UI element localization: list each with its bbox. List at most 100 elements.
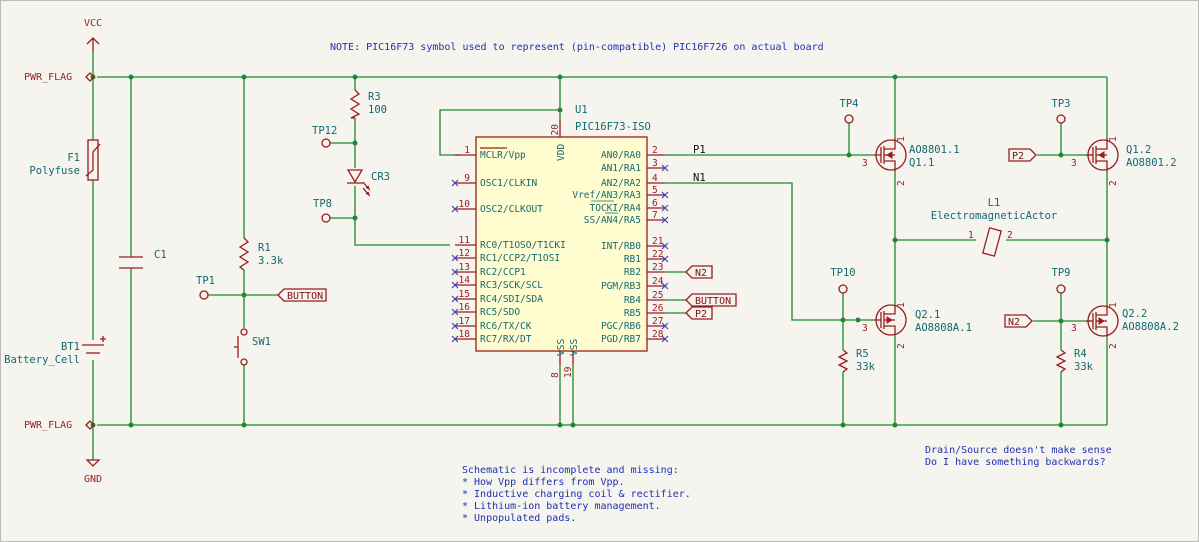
testpoint-tp8[interactable]: TP8 [313, 198, 332, 223]
u1-pin-vdd-num: 20 [550, 124, 561, 136]
mosfet-q21[interactable]: 3 1 2 Q2.1 AO8808A.1 [862, 302, 972, 349]
u1-pin-13-name: RC2/CCP1 [480, 267, 526, 278]
u1-pin-17-num: 17 [459, 316, 470, 327]
q11-value: Q1.1 [909, 157, 934, 169]
note-top: NOTE: PIC16F73 symbol used to represent … [330, 42, 824, 53]
r1-value: 3.3k [258, 255, 284, 267]
q12-pin-g: 3 [1071, 158, 1077, 169]
testpoint-tp9[interactable]: TP9 [1052, 267, 1071, 294]
u1-pin-14-no-connect [451, 281, 459, 289]
label-n2-u1[interactable]: N2 [685, 265, 713, 279]
battery-bt1[interactable]: BT1 Battery_Cell [4, 336, 106, 366]
pwr-flag-top[interactable]: PWR_FLAG [24, 72, 95, 83]
switch-sw1[interactable]: SW1 [234, 328, 271, 366]
u1-pin-vss8-num: 8 [550, 372, 561, 378]
testpoint-tp1[interactable]: TP1 [196, 275, 215, 300]
gnd-symbol[interactable]: GND [84, 459, 102, 485]
q11-pin-s: 2 [896, 180, 907, 186]
u1-pin-25-num: 25 [652, 290, 663, 301]
q21-pin-s: 2 [896, 343, 907, 349]
l1-pin-1: 1 [968, 230, 974, 241]
resistor-r5[interactable]: R5 33k [837, 348, 876, 373]
u1-ref: U1 [575, 104, 588, 116]
mosfet-q22[interactable]: 3 1 2 Q2.2 AO8808A.2 [1071, 302, 1179, 349]
mosfet-q12[interactable]: 3 1 2 Q1.2 AO8801.2 [1071, 136, 1177, 186]
pwr-flag-bottom[interactable]: PWR_FLAG [24, 420, 95, 431]
u1-pin-24-name: PGM/RB3 [601, 281, 641, 292]
u1-pin-24-no-connect [661, 282, 669, 290]
u1-pin-17-no-connect [451, 322, 459, 330]
q21-pin-d: 1 [896, 302, 907, 308]
testpoint-tp12[interactable]: TP12 [312, 125, 337, 148]
label-button-sw[interactable]: BUTTON [277, 288, 327, 302]
u1-pin-vdd: 20 VDD [550, 120, 567, 161]
label-button-u1[interactable]: BUTTON [685, 293, 737, 307]
label-p2-q12[interactable]: P2 [1008, 148, 1037, 162]
u1-pin-21-name: INT/RB0 [601, 241, 641, 252]
testpoint-tp3[interactable]: TP3 [1052, 98, 1071, 124]
testpoint-tp10[interactable]: TP10 [830, 267, 856, 294]
vcc-symbol[interactable]: VCC [84, 18, 102, 52]
u1-pin-9-name: OSC1/CLKIN [480, 178, 537, 189]
led-cr3[interactable]: CR3 [346, 169, 390, 197]
mosfet-q11[interactable]: 3 1 2 AO8801.1 Q1.1 [862, 136, 960, 186]
q12-value: AO8801.2 [1126, 157, 1177, 169]
inductor-l1[interactable]: 1 2 L1 ElectromagneticActor [931, 197, 1057, 257]
u1-pin-7[interactable]: 7SS/AN4/RA5 [584, 210, 669, 226]
u1-pin-10-name: OSC2/CLKOUT [480, 204, 543, 215]
net-p1: P1 [693, 144, 706, 156]
u1-pin-3-name: AN1/RA1 [601, 163, 641, 174]
u1-pin-15-num: 15 [459, 289, 470, 300]
u1-pin-24-num: 24 [652, 276, 664, 287]
u1-pin-18-no-connect [451, 335, 459, 343]
r4-value: 33k [1074, 361, 1094, 373]
label-p2-u1[interactable]: P2 [685, 306, 713, 320]
label-n2-q22[interactable]: N2 [1004, 314, 1033, 328]
testpoint-tp4[interactable]: TP4 [840, 98, 859, 124]
u1-pin-11-num: 11 [459, 235, 471, 246]
u1-pin-21-no-connect [661, 242, 669, 250]
u1-pin-1-name: MCLR/Vpp [480, 150, 526, 161]
note-incomplete-line-2: * Inductive charging coil & rectifier. [462, 489, 691, 500]
r1-ref: R1 [258, 242, 271, 254]
resistor-r4[interactable]: R4 33k [1055, 348, 1094, 373]
fuse-f1[interactable]: F1 Polyfuse [29, 139, 101, 181]
capacitor-c1[interactable]: C1 [119, 249, 167, 269]
resistor-r3[interactable]: R3 100 [349, 89, 387, 119]
u1-pin-24[interactable]: 24 PGM/RB3 [601, 276, 669, 292]
resistor-r1[interactable]: R1 3.3k [238, 237, 284, 271]
label-p2-q12-text: P2 [1012, 151, 1024, 162]
u1-pin-28-name: PGD/RB7 [601, 334, 641, 345]
u1-pin-27-name: PGC/RB6 [601, 321, 641, 332]
u1-pin-vss-8: 8 VSS [550, 339, 567, 378]
u1-pin-5-num: 5 [652, 185, 658, 196]
gnd-label: GND [84, 474, 102, 485]
note-incomplete-line-3: * Lithium-ion battery management. [462, 501, 661, 512]
cr3-ref: CR3 [371, 171, 390, 183]
tp10-ref: TP10 [830, 267, 855, 279]
